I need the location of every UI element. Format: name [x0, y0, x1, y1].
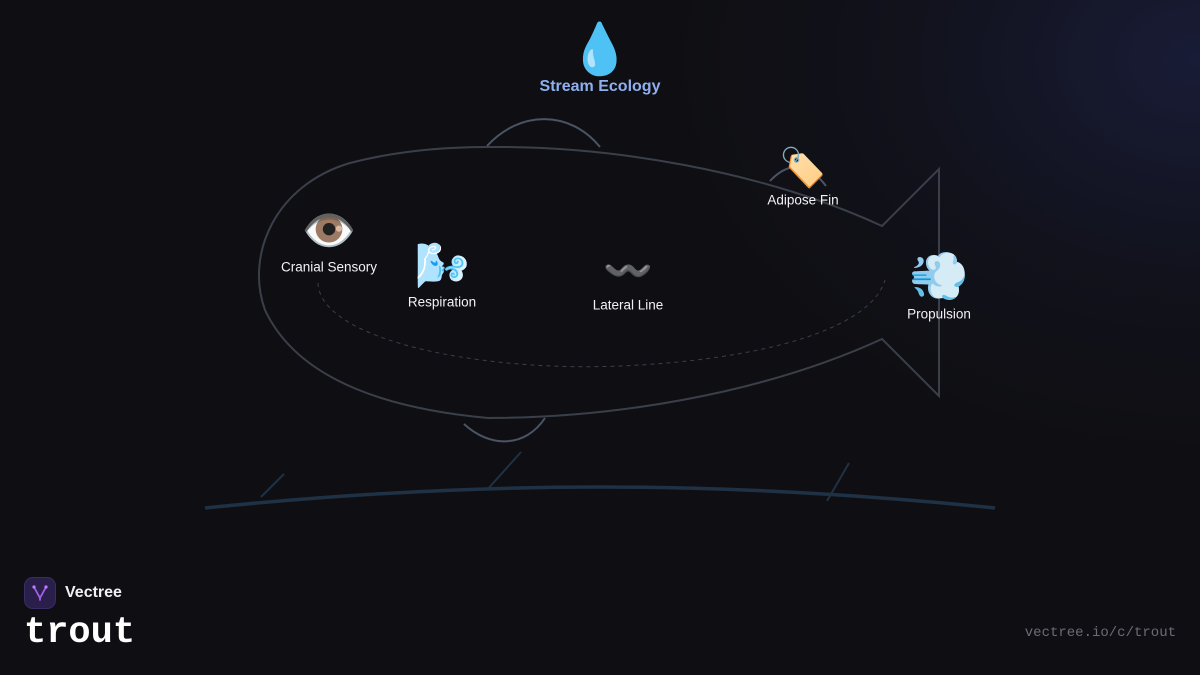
adipose-fin-arc: [769, 166, 827, 187]
node-label-lateral-line: Lateral Line: [592, 297, 664, 313]
droplet-icon: 💧: [568, 20, 632, 78]
reed-stroke-1: [260, 473, 285, 498]
wavy-dash-icon: 〰️: [603, 248, 653, 295]
brand-row: Vectree: [24, 577, 135, 609]
node-adipose-fin: 🏷️ Adipose Fin: [767, 149, 838, 208]
blowing-face-icon: 🌬️: [414, 240, 470, 292]
node-propulsion: 💨 Propulsion: [907, 253, 971, 322]
root-node-stream-ecology: 💧 Stream Ecology: [540, 24, 661, 96]
fish-body-outline: [257, 145, 940, 420]
node-label-respiration: Respiration: [407, 294, 477, 310]
brand-block: Vectree trout: [24, 577, 135, 654]
tag-icon: 🏷️: [779, 145, 827, 190]
node-label-cranial-sensory: Cranial Sensory: [280, 259, 378, 275]
dash-wind-icon: 💨: [909, 248, 969, 305]
root-node-label: Stream Ecology: [539, 78, 661, 95]
node-respiration: 🌬️ Respiration: [407, 240, 477, 310]
dorsal-fin: [486, 118, 601, 148]
page-url[interactable]: vectree.io/c/trout: [1024, 625, 1176, 641]
node-cranial-sensory: 👁️ Cranial Sensory: [280, 205, 378, 275]
reed-stroke-2: [486, 451, 522, 491]
page-title: trout: [24, 612, 136, 654]
node-label-propulsion: Propulsion: [907, 306, 971, 322]
eye-icon: 👁️: [301, 205, 357, 257]
stream-bed-line: [204, 485, 996, 510]
brand-name: Vectree: [65, 584, 122, 601]
vectree-logo-icon: [24, 577, 56, 609]
node-lateral-line: 〰️ Lateral Line: [593, 252, 664, 313]
reed-stroke-3: [826, 462, 850, 502]
node-label-adipose-fin: Adipose Fin: [767, 192, 839, 208]
lateral-line-path: [317, 279, 886, 368]
pelvic-fin: [463, 417, 546, 443]
